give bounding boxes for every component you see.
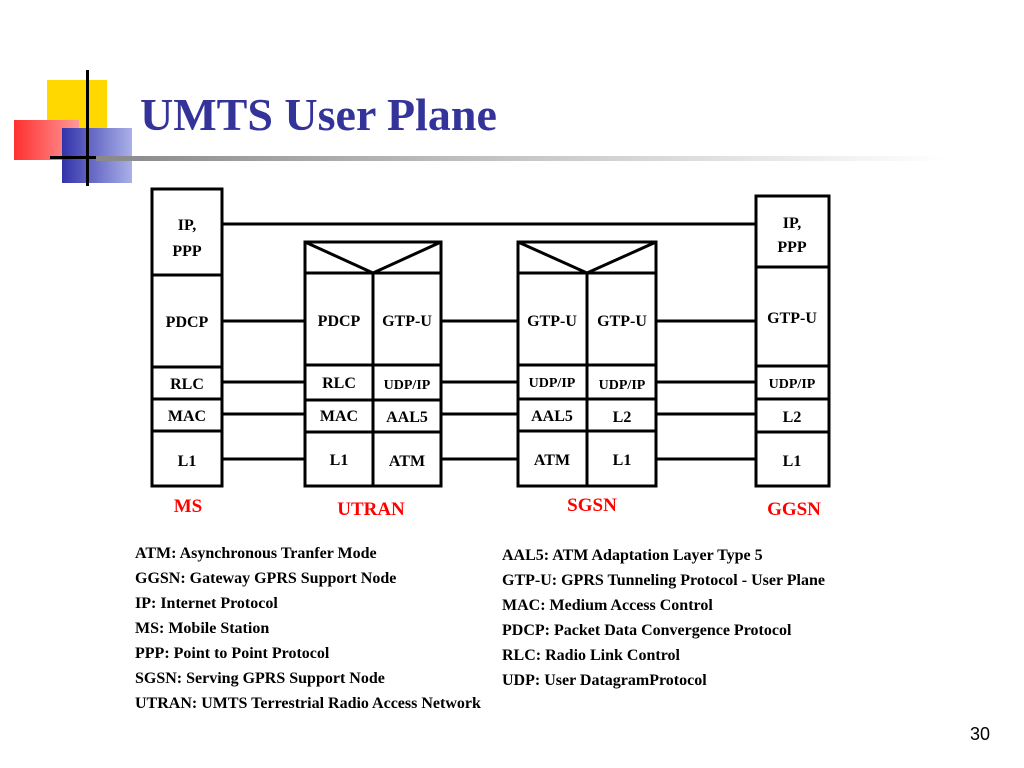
ms-stack: IP, PPP PDCP RLC MAC L1 (150, 187, 224, 488)
utran-l1-label: L1 (330, 452, 349, 469)
node-label-ms: MS (174, 496, 203, 517)
ggsn-ip-label: IP, (783, 215, 802, 232)
sgsn-gtpu-right-label: GTP-U (597, 313, 647, 330)
node-label-sgsn: SGSN (567, 495, 617, 516)
ms-rlc-box (150, 365, 224, 401)
utran-stack: PDCP GTP-U RLC UDP/IP MAC AAL5 L1 ATM (303, 240, 443, 488)
legend-item: MS: Mobile Station (135, 620, 270, 637)
sgsn-stack: GTP-U GTP-U UDP/IP UDP/IP AAL5 L2 ATM L1 (516, 240, 658, 488)
utran-pdcp-label: PDCP (318, 313, 361, 330)
legend-item: SGSN: Serving GPRS Support Node (135, 670, 385, 687)
legend-item: IP: Internet Protocol (135, 595, 278, 612)
utran-rlc-label: RLC (322, 375, 356, 392)
ms-l1-box (150, 429, 224, 488)
legend-item: UTRAN: UMTS Terrestrial Radio Access Net… (135, 695, 481, 712)
sgsn-relay-box (516, 240, 658, 275)
legend-item: PDCP: Packet Data Convergence Protocol (502, 622, 792, 639)
blue-square (62, 128, 132, 183)
ggsn-l2-box (754, 397, 831, 434)
sgsn-aal5-label: AAL5 (531, 408, 573, 425)
ggsn-gtpu-box (754, 265, 831, 368)
utran-atm-box (371, 430, 443, 488)
node-label-utran: UTRAN (337, 499, 405, 520)
utran-pdcp-box (303, 271, 375, 367)
legend-item: UDP: User DatagramProtocol (502, 672, 707, 689)
ms-rlc-label: RLC (170, 376, 204, 393)
utran-relay-box (303, 240, 443, 275)
legend-item: ATM: Asynchronous Tranfer Mode (135, 545, 377, 562)
sgsn-gtpu-left-label: GTP-U (527, 313, 577, 330)
legend-item: MAC: Medium Access Control (502, 597, 713, 614)
utran-gtpu-box (371, 271, 443, 367)
sgsn-atm-label: ATM (534, 452, 570, 469)
page-number: 30 (969, 724, 990, 744)
ms-ppp-label: PPP (172, 243, 202, 260)
page-title: UMTS User Plane (140, 89, 497, 140)
legend-item: PPP: Point to Point Protocol (135, 645, 330, 662)
utran-l1-box (303, 430, 375, 488)
ggsn-l1-box (754, 430, 831, 488)
sgsn-gtpu-right-box (585, 271, 658, 367)
utran-aal5-box (371, 398, 443, 434)
sgsn-udpip-right-label: UDP/IP (599, 378, 646, 393)
legend-item: AAL5: ATM Adaptation Layer Type 5 (502, 547, 763, 564)
legend-right: AAL5: ATM Adaptation Layer Type 5 GTP-U:… (502, 543, 825, 693)
ms-ip-label: IP, (178, 217, 197, 234)
utran-udpip-box (371, 363, 443, 402)
corner-logo (0, 0, 140, 190)
legend-item: GGSN: Gateway GPRS Support Node (135, 570, 397, 587)
logo-vertical-line (86, 70, 89, 186)
sgsn-udpip-left-label: UDP/IP (529, 376, 576, 391)
legend-item: GTP-U: GPRS Tunneling Protocol - User Pl… (502, 572, 825, 589)
ggsn-ppp-label: PPP (777, 239, 807, 256)
ggsn-l1-label: L1 (783, 453, 802, 470)
utran-udpip-label: UDP/IP (384, 378, 431, 393)
ms-mac-label: MAC (168, 408, 206, 425)
ggsn-gtpu-label: GTP-U (767, 310, 817, 327)
legend-item: RLC: Radio Link Control (502, 647, 680, 664)
sgsn-l1-box (585, 429, 658, 488)
ggsn-stack: IP, PPP GTP-U UDP/IP L2 L1 (754, 194, 831, 488)
utran-gtpu-label: GTP-U (382, 313, 432, 330)
ggsn-udpip-label: UDP/IP (769, 377, 816, 392)
ggsn-l2-label: L2 (783, 409, 802, 426)
utran-atm-label: ATM (389, 453, 425, 470)
utran-mac-label: MAC (320, 408, 358, 425)
sgsn-gtpu-left-box (516, 271, 589, 367)
peer-lines (222, 222, 756, 461)
sgsn-atm-box (516, 429, 589, 488)
ms-mac-box (150, 397, 224, 433)
sgsn-l1-label: L1 (613, 452, 632, 469)
ms-l1-label: L1 (178, 453, 197, 470)
ms-pdcp-label: PDCP (166, 314, 209, 331)
sgsn-l2-label: L2 (613, 409, 632, 426)
legend-left: ATM: Asynchronous Tranfer Mode GGSN: Gat… (135, 541, 481, 716)
logo-horizontal-line (50, 156, 140, 159)
utran-aal5-label: AAL5 (386, 409, 428, 426)
title-underline (96, 156, 946, 161)
node-label-ggsn: GGSN (767, 499, 821, 520)
